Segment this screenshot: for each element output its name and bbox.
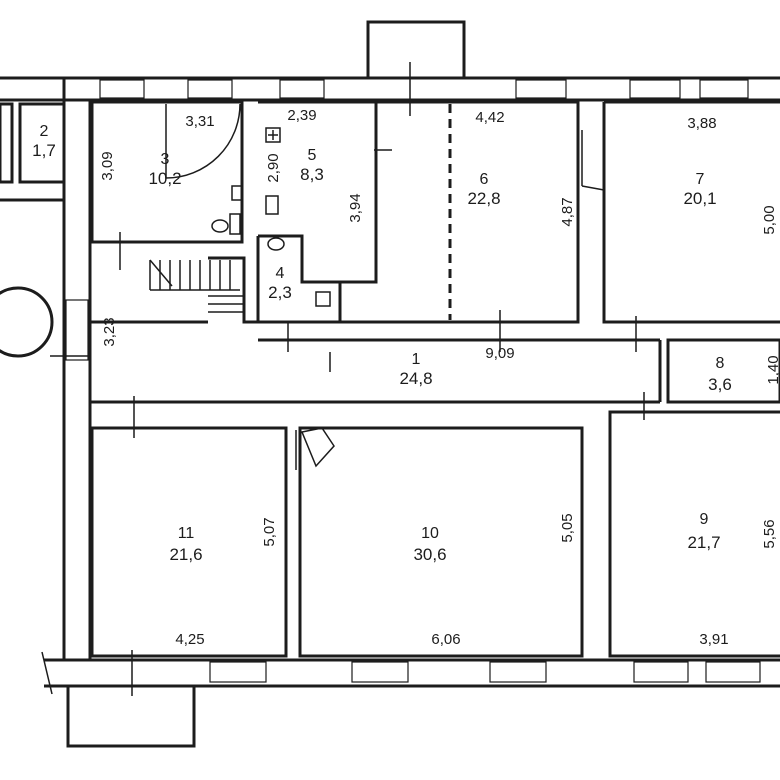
room3-toilet-icon xyxy=(211,219,229,233)
room5-sink-icon xyxy=(265,195,279,215)
left-stub xyxy=(0,102,14,184)
room3-sink-icon xyxy=(231,185,243,201)
room7-area: 20,1 xyxy=(683,189,716,208)
window-north-1 xyxy=(99,79,145,99)
room6-number: 6 xyxy=(480,171,489,188)
window-north-4 xyxy=(515,79,567,99)
round-column xyxy=(0,286,54,358)
stair-enclosure xyxy=(208,256,258,324)
room1-number: 1 xyxy=(412,351,421,368)
room9-number: 9 xyxy=(700,511,709,528)
window-north-5 xyxy=(629,79,681,99)
window-south-5 xyxy=(705,661,761,683)
r11-width: 4,25 xyxy=(175,631,204,648)
r8-depth: 1,40 xyxy=(765,355,780,384)
r3-width: 3,31 xyxy=(185,113,214,130)
window-south-2 xyxy=(351,661,409,683)
room10-chimney xyxy=(300,427,335,468)
room11-walls xyxy=(90,426,288,658)
room3-fixture-icon xyxy=(229,213,241,235)
window-south-1 xyxy=(209,661,267,683)
room10-number: 10 xyxy=(421,525,439,542)
room4-sink-icon xyxy=(315,291,331,307)
room10-walls xyxy=(298,426,584,658)
room6-area: 22,8 xyxy=(467,189,500,208)
room9-area: 21,7 xyxy=(687,533,720,552)
room3-door-swing-icon xyxy=(165,103,241,179)
room11-area: 21,6 xyxy=(169,545,202,564)
window-west-1 xyxy=(65,299,89,361)
room1-area: 24,8 xyxy=(399,369,432,388)
r1-length: 9,09 xyxy=(485,345,514,362)
r6-depth: 4,87 xyxy=(559,197,576,226)
room7-door-jamb xyxy=(581,130,605,191)
room11-number: 11 xyxy=(178,525,195,542)
top-porch xyxy=(366,20,466,80)
window-north-6 xyxy=(699,79,749,99)
room4-number: 4 xyxy=(276,265,285,282)
walls xyxy=(0,20,780,748)
r3-depth: 3,09 xyxy=(99,151,116,180)
r1-width: 3,23 xyxy=(101,317,118,346)
window-north-3 xyxy=(279,79,325,99)
r5-depth: 3,94 xyxy=(347,193,364,222)
room2-area: 1,7 xyxy=(32,141,56,160)
room3-walls xyxy=(90,100,244,244)
room7-walls xyxy=(602,100,780,324)
r9-depth: 5,56 xyxy=(761,519,778,548)
staircase-icon xyxy=(149,259,244,313)
outer-wall-north xyxy=(0,76,780,102)
room3-number: 3 xyxy=(161,151,170,168)
corridor-north-wall xyxy=(90,320,660,342)
room8-area: 3,6 xyxy=(708,375,732,394)
r10-depth: 5,05 xyxy=(559,513,576,542)
r7-depth: 5,00 xyxy=(761,205,778,234)
room2-walls xyxy=(18,102,66,184)
room8-number: 8 xyxy=(716,355,725,372)
room5-walls xyxy=(258,100,378,284)
room4-area: 2,3 xyxy=(268,283,292,302)
fixtures xyxy=(149,103,452,320)
r5-width: 2,39 xyxy=(287,107,316,124)
r9-width: 3,91 xyxy=(699,631,728,648)
room2-number: 2 xyxy=(40,123,49,140)
r7-width: 3,88 xyxy=(687,115,716,132)
room10-area: 30,6 xyxy=(413,545,446,564)
window-south-3 xyxy=(489,661,547,683)
bottom-porch xyxy=(66,684,196,748)
room5-number: 5 xyxy=(308,147,317,164)
room7-number: 7 xyxy=(696,171,705,188)
room4-walls xyxy=(256,236,342,324)
window-south-4 xyxy=(633,661,689,683)
room4-toilet-icon xyxy=(267,237,285,251)
room9-walls xyxy=(608,410,780,658)
r10-width: 6,06 xyxy=(431,631,460,648)
room6-walls xyxy=(340,100,580,324)
room3-area: 10,2 xyxy=(148,169,181,188)
windows xyxy=(65,79,761,683)
room-labels: 1 24,8 2 1,7 3 10,2 4 2,3 5 8,3 6 22,8 7… xyxy=(32,123,732,564)
outer-wall-west xyxy=(62,78,92,660)
window-north-2 xyxy=(187,79,233,99)
wall-ticks xyxy=(41,62,669,696)
r5-side: 2,90 xyxy=(265,153,282,182)
room5-area: 8,3 xyxy=(300,165,324,184)
r6-width: 4,42 xyxy=(475,109,504,126)
dimension-labels: 9,09 3,23 3,31 3,09 2,39 2,90 3,94 4,42 … xyxy=(99,107,780,648)
r11-depth: 5,07 xyxy=(261,517,278,546)
room5-cross-icon xyxy=(265,127,281,143)
